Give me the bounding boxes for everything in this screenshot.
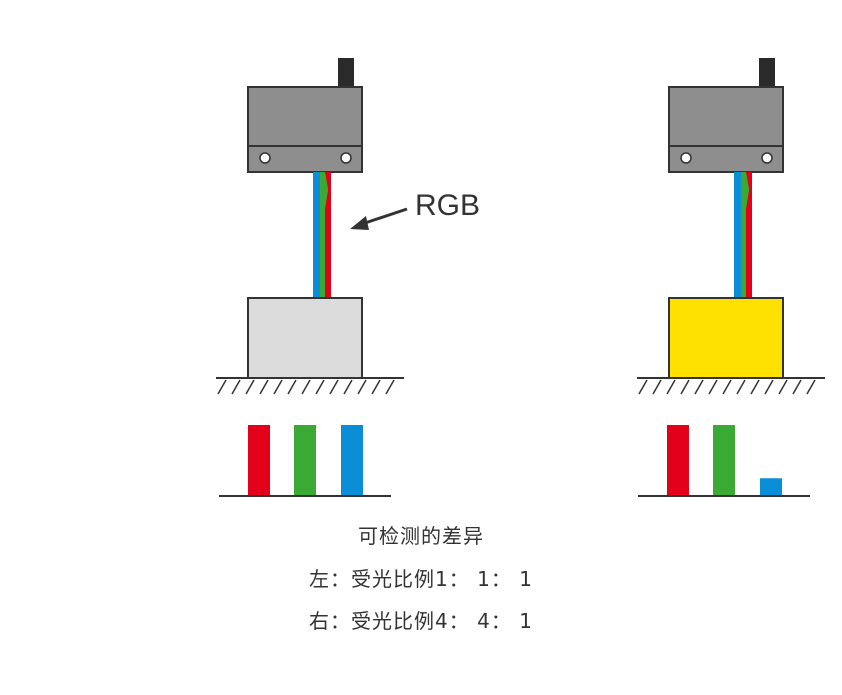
left-bar-blue [341, 425, 363, 496]
left-rgb-beam [313, 172, 331, 298]
left-bar-red [248, 425, 270, 496]
left-bar-green [294, 425, 316, 496]
caption-left-ratio: 左：受光比例1： 1： 1 [309, 567, 533, 591]
left-ratio-chart [219, 425, 391, 497]
left-sensor-hole-right [340, 152, 352, 164]
right-sensor-body [668, 86, 784, 147]
rgb-arrow-head [350, 216, 369, 230]
left-sensor-body [247, 86, 363, 147]
caption-title: 可检测的差异 [358, 524, 484, 548]
rgb-label: RGB [415, 189, 480, 222]
left-target-object [247, 297, 363, 379]
right-sensor-connector [759, 58, 775, 87]
right-sensor-hole-right [761, 152, 773, 164]
right-ground-hatch [638, 379, 816, 395]
right-rgb-beam [734, 172, 752, 298]
right-bar-red [667, 425, 689, 496]
left-sensor-connector [338, 58, 354, 87]
right-ratio-chart [638, 425, 810, 497]
right-sensor-hole-left [680, 152, 692, 164]
right-bar-green [713, 425, 735, 496]
left-setup [216, 58, 404, 497]
rgb-arrow [361, 207, 408, 226]
right-bar-blue [760, 478, 782, 496]
caption-right-ratio: 右：受光比例4： 4： 1 [309, 609, 533, 633]
right-setup [637, 58, 825, 497]
left-sensor-hole-left [259, 152, 271, 164]
left-ground-hatch [217, 379, 395, 395]
rgb-callout: RGB [350, 189, 480, 230]
right-target-object [668, 297, 784, 379]
